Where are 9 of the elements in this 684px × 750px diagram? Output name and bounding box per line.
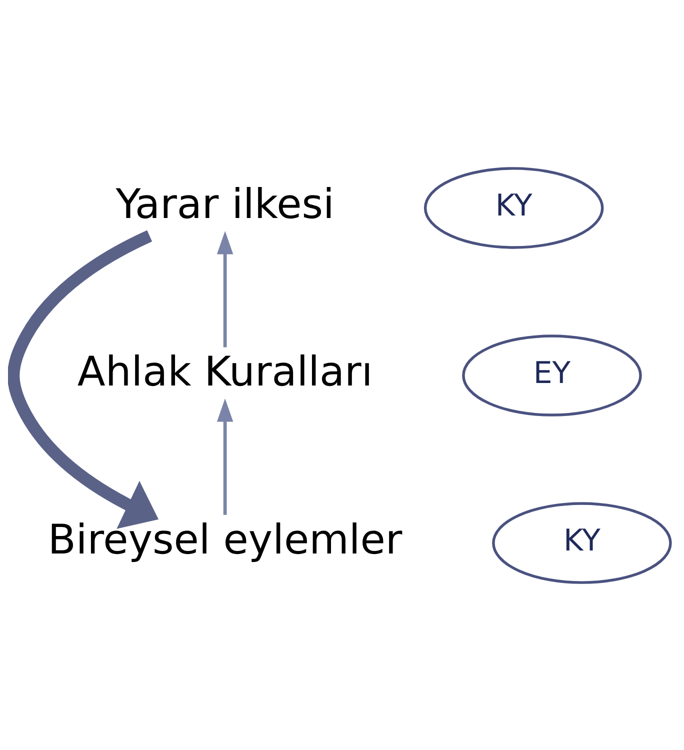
arrow <box>216 398 234 514</box>
node-ellipse: KY <box>424 166 604 248</box>
node-text: Yarar ilkesi <box>116 180 334 228</box>
node-ellipse: EY <box>462 334 642 416</box>
arrow <box>216 230 234 347</box>
node-text: Bireysel eylemler <box>48 514 402 563</box>
node-text: Ahlak Kuralları <box>77 347 373 396</box>
node-ellipse: KY <box>492 502 672 584</box>
arrow <box>8 230 159 528</box>
